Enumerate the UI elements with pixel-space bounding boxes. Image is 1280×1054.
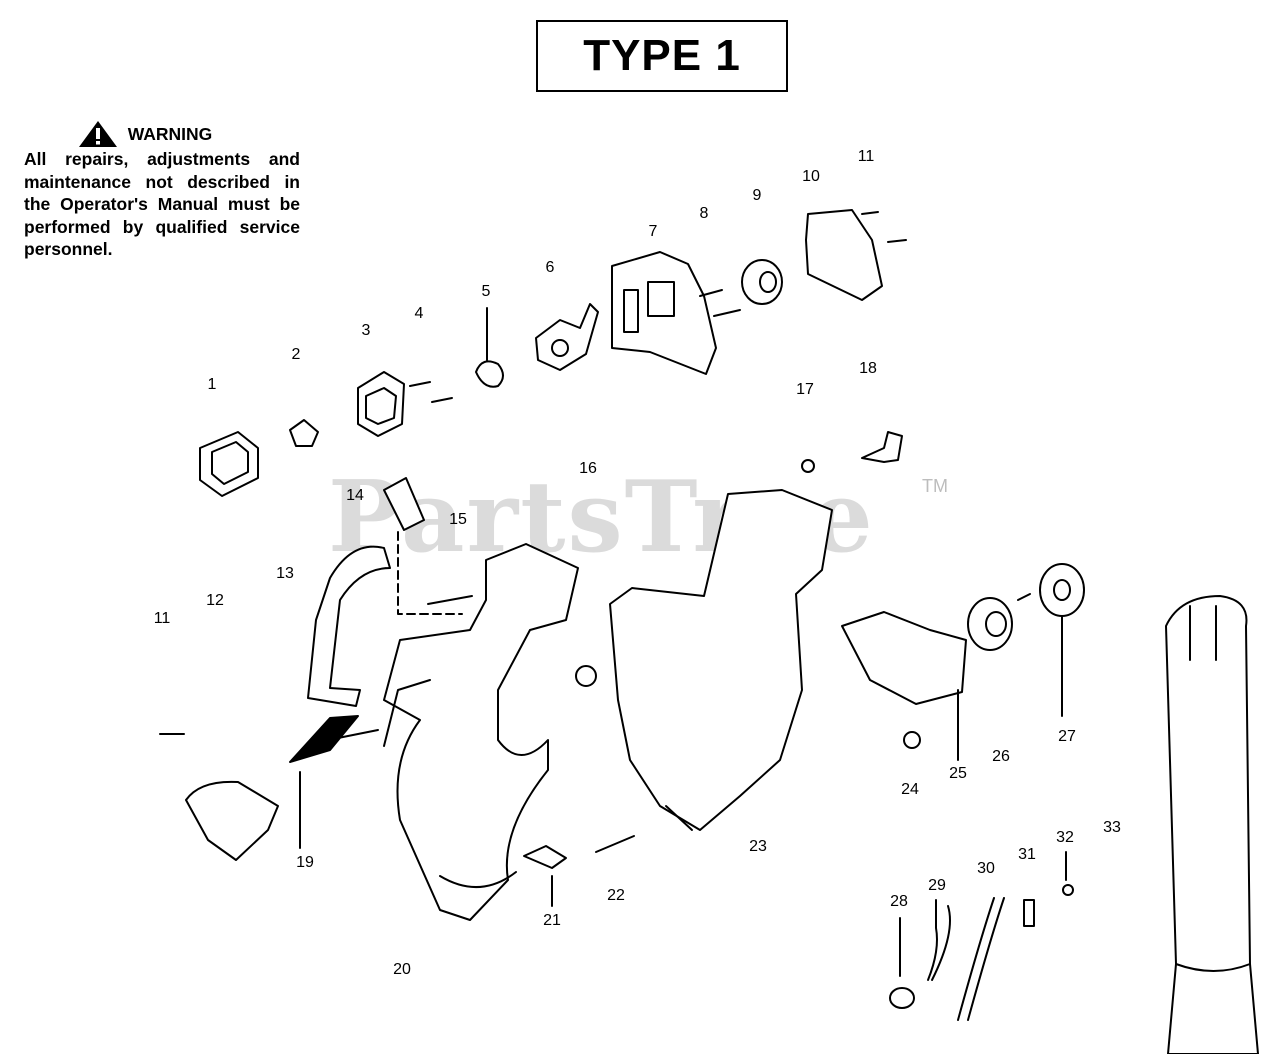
callout-26: 26 (992, 748, 1010, 765)
title-box: TYPE 1 (536, 20, 788, 92)
callout-33: 33 (1103, 819, 1121, 836)
part-blower-housing (383, 543, 579, 921)
callout-28: 28 (890, 893, 908, 910)
callout-10: 10 (802, 168, 820, 185)
page-title: TYPE 1 (583, 31, 741, 80)
callout-17: 17 (796, 381, 814, 398)
callout-14: 14 (346, 487, 364, 504)
callout-24: 24 (901, 781, 919, 798)
callout-16: 16 (579, 460, 597, 477)
part-pad (383, 477, 463, 615)
callout-30: 30 (977, 860, 995, 877)
part-fuel-lines (889, 851, 1074, 1021)
part-clip (523, 845, 567, 907)
part-engine-cover (611, 251, 741, 375)
callout-1: 1 (207, 376, 217, 393)
callout-18: 18 (859, 360, 877, 377)
part-air-filter (199, 431, 259, 497)
callout-8: 8 (699, 205, 709, 222)
part-blower-tube (1165, 595, 1259, 1054)
callout-25: 25 (949, 765, 967, 782)
part-muffler (185, 715, 359, 861)
callout-29: 29 (928, 877, 946, 894)
callout-9: 9 (752, 187, 762, 204)
callout-5: 5 (481, 283, 491, 300)
callout-13: 13 (276, 565, 294, 582)
part-nut (801, 459, 815, 473)
part-choke (289, 419, 319, 447)
part-impeller-cover (841, 611, 967, 761)
part-impeller (1017, 563, 1085, 717)
part-shield (805, 209, 907, 301)
part-gear (575, 665, 597, 687)
warning-triangle-icon (78, 121, 117, 147)
part-filter-base (357, 371, 453, 437)
part-gasket (475, 307, 504, 388)
callout-12: 12 (206, 592, 224, 609)
callout-3: 3 (361, 322, 371, 339)
callout-7: 7 (648, 223, 658, 240)
warning-text: All repairs, adjustments and maintenance… (24, 149, 300, 259)
part-ring (967, 597, 1013, 651)
callout-4: 4 (414, 305, 424, 322)
callout-21: 21 (543, 912, 561, 929)
part-carburetor (535, 303, 599, 371)
callout-19: 19 (296, 854, 314, 871)
warning-notice: WARNING All repairs, adjustments and mai… (24, 120, 300, 261)
callout-15: 15 (449, 511, 467, 528)
part-washer (741, 259, 783, 305)
part-pin (595, 835, 635, 853)
callout-27: 27 (1058, 728, 1076, 745)
callout-11-lower: 11 (153, 610, 171, 627)
part-knob (861, 431, 903, 463)
warning-heading: WARNING (127, 123, 213, 144)
part-bushing (903, 731, 921, 749)
callout-32: 32 (1056, 829, 1074, 846)
part-rear-housing (609, 489, 833, 831)
callout-20: 20 (393, 961, 411, 978)
callout-31: 31 (1018, 846, 1036, 863)
watermark-trademark: TM (922, 476, 948, 496)
callout-23: 23 (749, 838, 767, 855)
callout-22: 22 (607, 887, 625, 904)
callout-11: 11 (857, 148, 875, 165)
callout-6: 6 (545, 259, 555, 276)
callout-2: 2 (291, 346, 301, 363)
part-handle (307, 545, 391, 707)
